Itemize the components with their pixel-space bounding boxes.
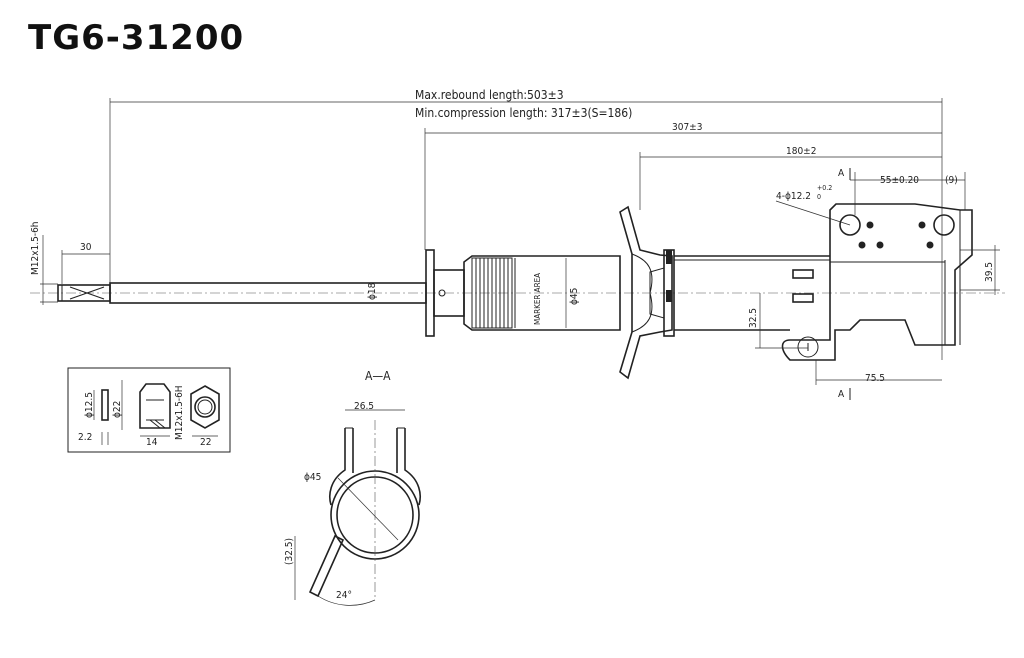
dim-180-label: 180±2 (786, 146, 816, 157)
dim-9-label: (9) (945, 175, 958, 186)
outer-tube (674, 255, 830, 331)
max-rebound-label: Max.rebound length:503±3 (415, 88, 564, 102)
dim-30-label: 30 (80, 242, 92, 253)
nut-d22a-label: ϕ22 (112, 401, 123, 418)
rod-diameter-label: ϕ18 (367, 282, 378, 300)
dim-307-label: 307±3 (672, 122, 702, 133)
dim-32-label: 32.5 (748, 308, 759, 328)
section-mark-top: A (838, 168, 845, 179)
nut-d22b-label: 22 (200, 437, 211, 448)
body-diameter-label: ϕ45 (569, 288, 580, 305)
marker-area-label: MARKER AREA (533, 273, 542, 325)
dim-55-label: 55±0.20 (880, 175, 919, 186)
min-compression-label: Min.compression length: 317±3(S=186) (415, 106, 632, 120)
section-angle-label: 24° (336, 590, 352, 601)
dim-39-label: 39.5 (984, 262, 995, 282)
nut-d22-label: 2.2 (78, 432, 92, 443)
holes-label: 4-ϕ12.2 (776, 191, 811, 202)
holes-tol-top: +0.2 (817, 184, 832, 192)
part-number-title: TG6-31200 (28, 18, 245, 58)
nut-detail-box (67, 367, 231, 453)
thread-label: M12x1.5-6h (30, 221, 41, 275)
section-mark-bottom: A (838, 389, 845, 400)
holes-tol-bottom: 0 (817, 193, 821, 201)
nut-d14-label: 14 (146, 437, 158, 448)
section-width-label: 26.5 (354, 401, 374, 412)
knuckle-bracket (781, 203, 973, 361)
section-dia-label: ϕ45 (304, 472, 321, 483)
section-height-label: (32.5) (284, 538, 295, 565)
dim-75-label: 75.5 (865, 373, 885, 384)
cylinder-body (425, 249, 621, 337)
section-aa (294, 409, 421, 606)
nut-thread-label: M12x1.5-6H (174, 385, 185, 440)
dimension-group-top (109, 98, 966, 360)
nut-d12-label: ϕ12.5 (84, 392, 95, 418)
section-title: A—A (365, 369, 391, 383)
spring-seat (619, 205, 675, 380)
